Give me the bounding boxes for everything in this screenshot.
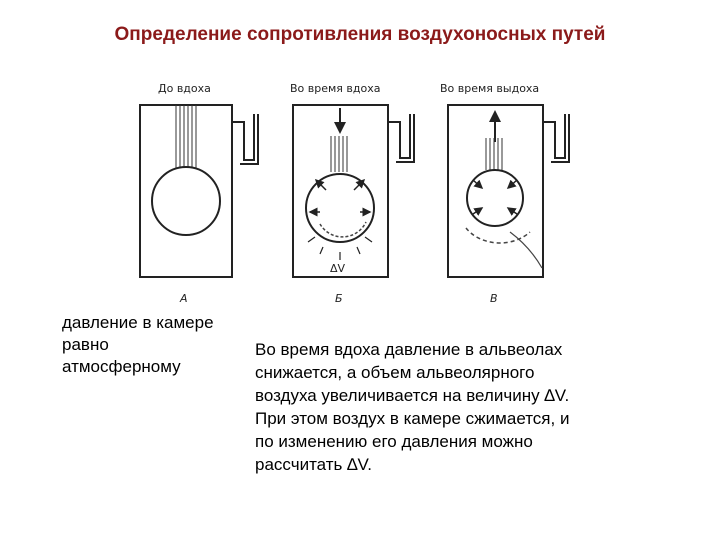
panel-a-letter: А [179,292,188,305]
airway-tube-b [330,136,348,172]
panel-a-header: До вдоха [158,82,211,95]
chamber-b [292,104,389,278]
main-text-line: Во время вдоха давление в альвеолах [255,340,563,359]
alveolus-a [151,166,221,236]
alveolus-c [466,169,524,227]
airway-tube-a [175,105,197,168]
main-text-line: воздуха увеличивается на величину ∆V. [255,386,570,405]
main-description: Во время вдоха давление в альвеолах сниж… [255,338,655,476]
alveolus-c-outline [465,227,531,244]
chamber-c [447,104,544,278]
main-text-line: рассчитать ∆V. [255,455,373,474]
leader-line-c [509,231,543,269]
compression-ticks [307,236,373,260]
manometer-c [543,114,570,163]
panel-c-letter: В [490,292,498,305]
main-text-line: снижается, а объем альвеолярного [255,363,535,382]
airway-tube-c [485,138,503,170]
panel-c: Во время выдоха В [440,82,570,305]
delta-v-label: ΔV [330,262,346,275]
panel-b-header: Во время вдоха [290,82,381,95]
manometer-b [388,114,415,163]
panel-b: Во время вдоха ΔV Б [290,82,415,305]
panel-b-letter: Б [335,292,343,305]
chamber-a [139,104,233,278]
expansion-arrows [308,178,372,217]
panel-c-header: Во время выдоха [440,82,539,95]
left-caption: давление в камере равно атмосферному [62,313,214,376]
contraction-arrows [472,179,518,216]
manometer-a [232,114,259,165]
panel-a: До вдоха А [139,82,259,305]
main-text-line: по изменению его давления можно [255,432,533,451]
alveolus-b [305,173,375,243]
plethysmography-diagram: До вдоха А Во время вдоха [139,82,570,305]
alveolus-b-inner [319,221,367,238]
slide-title: Определение сопротивления воздухоносных … [114,24,606,45]
main-text-line: При этом воздух в камере сжимается, и [255,409,570,428]
